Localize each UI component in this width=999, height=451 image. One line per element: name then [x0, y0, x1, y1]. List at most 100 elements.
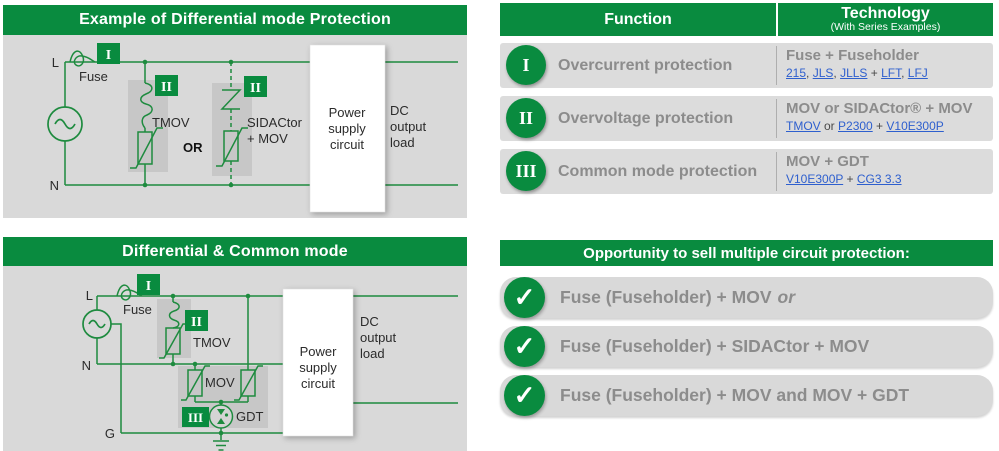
- label-L: L: [86, 288, 93, 303]
- tech-series-link[interactable]: CG3 3.3: [856, 172, 902, 186]
- badge-I: I: [137, 274, 160, 295]
- label-fuse: Fuse: [79, 69, 108, 84]
- differential-circuit-body: I II II L N Fuse TMOV OR SIDACtor: [3, 35, 467, 218]
- series-links: TMOV or P2300 + V10E300P: [786, 119, 989, 134]
- opportunity-item-text: Fuse (Fuseholder) + SIDACtor + MOV: [560, 326, 993, 367]
- series-links: 215, JLS, JLLS + LFT, LFJ: [786, 66, 989, 81]
- common-mode-title-bar: Differential & Common mode: [3, 237, 467, 266]
- technology-title: MOV + GDT: [786, 153, 869, 170]
- opportunity-title-bar: Opportunity to sell multiple circuit pro…: [500, 240, 993, 266]
- label-sidactor-mov: + MOV: [247, 131, 288, 146]
- badge-II-label: II: [191, 315, 202, 330]
- badge-I-label: I: [146, 279, 151, 294]
- link-separator: +: [872, 119, 887, 133]
- table-row-overcurrent: I Overcurrent protection Fuse + Fusehold…: [500, 43, 993, 88]
- fuse-icon: [116, 284, 143, 301]
- series-links: V10E300P + CG3 3.3: [786, 172, 989, 187]
- header-divider: [776, 3, 778, 36]
- table-row-overvoltage: II Overvoltage protection MOV or SIDACto…: [500, 96, 993, 141]
- label-power-2: supply: [328, 121, 366, 136]
- tech-series-link[interactable]: LFJ: [907, 66, 928, 80]
- label-L: L: [52, 55, 59, 70]
- technology-cell: Fuse + Fuseholder 215, JLS, JLLS + LFT, …: [786, 46, 989, 81]
- label-dc-1: DC: [360, 314, 379, 329]
- tech-series-link[interactable]: LFT: [881, 66, 902, 80]
- tech-series-link[interactable]: V10E300P: [886, 119, 944, 133]
- badge-III-label: III: [188, 410, 203, 425]
- numeral-badge-II: II: [506, 98, 546, 138]
- tech-series-link[interactable]: JLLS: [840, 66, 868, 80]
- function-technology-table: Function Technology (With Series Example…: [500, 3, 993, 194]
- function-label: Overcurrent protection: [558, 57, 733, 74]
- table-header: Function Technology (With Series Example…: [500, 3, 993, 36]
- ac-source-icon: [82, 309, 112, 339]
- label-dc-2: output: [360, 330, 397, 345]
- link-separator: or: [820, 119, 839, 133]
- tmov-icon: [130, 82, 163, 169]
- link-separator: +: [867, 66, 882, 80]
- gdt-icon: [208, 404, 234, 429]
- tech-series-link[interactable]: P2300: [838, 119, 873, 133]
- label-tmov: TMOV: [193, 335, 231, 350]
- check-icon: ✓: [504, 326, 545, 367]
- label-power-3: circuit: [301, 376, 335, 391]
- label-power-2: supply: [299, 360, 337, 375]
- badge-I-label: I: [106, 48, 111, 63]
- sidactor-icon: [216, 89, 248, 167]
- badge-II-sidactor-label: II: [250, 81, 261, 96]
- common-mode-circuit-svg: I II III L N G Fuse TMOV MOV: [82, 274, 458, 451]
- function-label: Common mode protection: [558, 163, 758, 180]
- label-power-3: circuit: [330, 137, 364, 152]
- row-divider: [776, 99, 777, 138]
- circuit-labels: L N G Fuse TMOV MOV GDT Power supply cir…: [82, 288, 397, 441]
- label-gdt: GDT: [236, 409, 264, 424]
- differential-title-bar: Example of Differential mode Protection: [3, 5, 467, 35]
- label-sidactor: SIDACtor: [247, 115, 303, 130]
- tech-series-link[interactable]: 215: [786, 66, 807, 80]
- circuit-wires: [64, 61, 458, 186]
- row-divider: [776, 152, 777, 191]
- link-separator: ,: [833, 66, 841, 80]
- tech-series-link[interactable]: TMOV: [786, 119, 821, 133]
- technology-header-title: Technology: [841, 4, 930, 22]
- check-icon: ✓: [504, 277, 545, 318]
- differential-title: Example of Differential mode Protection: [79, 11, 391, 28]
- badge-I: I: [97, 43, 120, 64]
- link-separator: ,: [901, 66, 908, 80]
- table-row-common-mode: III Common mode protection MOV + GDT V10…: [500, 149, 993, 194]
- circuit-wires: [96, 295, 458, 440]
- mov-left-icon: [181, 365, 210, 401]
- opportunity-item-mov-gdt: ✓ Fuse (Fuseholder) + MOV and MOV + GDT: [500, 375, 993, 416]
- common-mode-title: Differential & Common mode: [122, 242, 348, 260]
- label-fuse: Fuse: [123, 302, 152, 317]
- technology-cell: MOV or SIDACtor® + MOV TMOV or P2300 + V…: [786, 99, 989, 134]
- label-G: G: [105, 426, 115, 441]
- badge-II-tmov: II: [155, 75, 178, 96]
- row-divider: [776, 46, 777, 85]
- label-dc-3: load: [360, 346, 385, 361]
- technology-header-subtitle: (With Series Examples): [830, 21, 941, 34]
- link-separator: +: [843, 172, 857, 186]
- technology-title: Fuse + Fuseholder: [786, 47, 919, 64]
- opportunity-text-main: Fuse (Fuseholder) + MOV and MOV + GDT: [560, 385, 910, 405]
- technology-title: MOV or SIDACtor® + MOV: [786, 100, 973, 117]
- technology-header-cell: Technology (With Series Examples): [778, 3, 993, 36]
- ac-source-icon: [47, 106, 83, 142]
- node-dots: [170, 293, 251, 436]
- label-N: N: [50, 178, 59, 193]
- tech-series-link[interactable]: JLS: [812, 66, 834, 80]
- mov-right-icon: [234, 365, 263, 401]
- opportunity-text-main: Fuse (Fuseholder) + SIDACtor + MOV: [560, 336, 870, 356]
- panel-common-mode: Differential & Common mode: [3, 237, 467, 451]
- numeral-badge-I: I: [506, 45, 546, 85]
- technology-cell: MOV + GDT V10E300P + CG3 3.3: [786, 152, 989, 187]
- tech-series-link[interactable]: V10E300P: [786, 172, 844, 186]
- opportunity-text-suffix: or: [777, 287, 796, 307]
- label-dc-1: DC: [390, 103, 409, 118]
- opportunity-item-sidactor-mov: ✓ Fuse (Fuseholder) + SIDACtor + MOV: [500, 326, 993, 367]
- common-mode-circuit-body: I II III L N G Fuse TMOV MOV: [3, 266, 467, 451]
- link-separator: ,: [806, 66, 813, 80]
- check-icon: ✓: [504, 375, 545, 416]
- function-header-cell: Function: [604, 10, 672, 28]
